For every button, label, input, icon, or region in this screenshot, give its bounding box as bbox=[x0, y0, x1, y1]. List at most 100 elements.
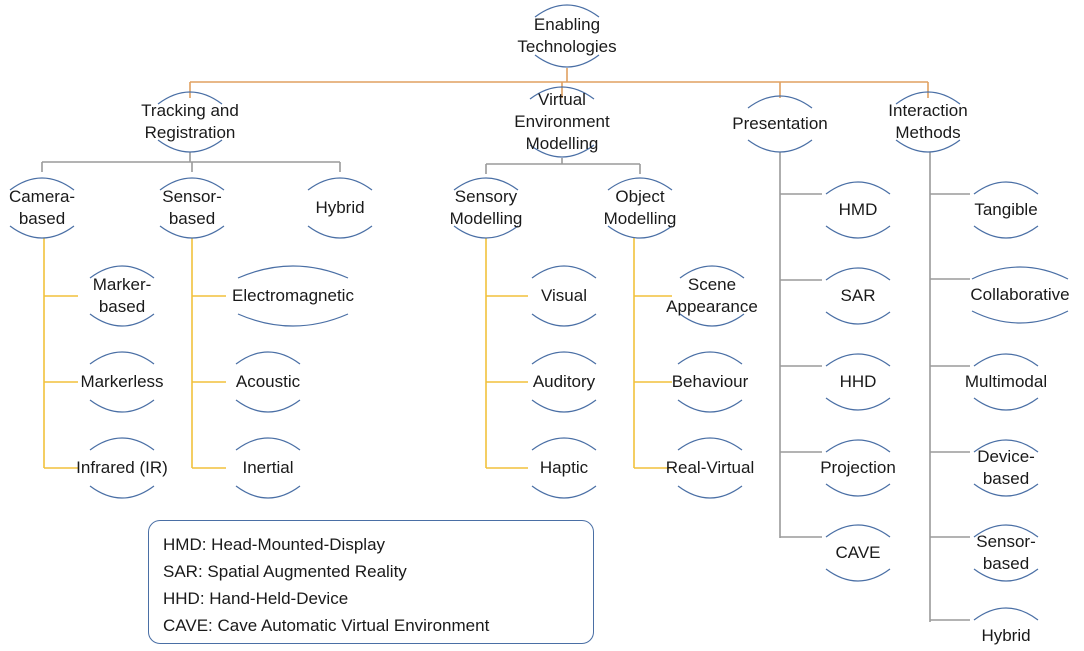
item-acoustic-top-arc bbox=[235, 351, 301, 365]
item-haptic: Haptic bbox=[539, 458, 589, 477]
category-tracking-and-registration-bottom-arc bbox=[157, 139, 223, 153]
presentation-item-sar: SAR bbox=[840, 286, 876, 305]
interaction-item-sensor-based-bottom-arc bbox=[973, 568, 1039, 582]
group-object-modelling: Object Modelling bbox=[603, 187, 677, 228]
item-inertial-top-arc bbox=[235, 437, 301, 451]
legend-line-hhd: HHD: Hand-Held-Device bbox=[163, 589, 349, 608]
interaction-item-multimodal: Multimodal bbox=[964, 372, 1048, 391]
category-tracking-and-registration-top-arc bbox=[157, 91, 223, 105]
presentation-item-sar-bottom-arc bbox=[825, 311, 891, 325]
interaction-item-device-based-bottom-arc bbox=[973, 483, 1039, 497]
item-behaviour-top-arc bbox=[677, 351, 743, 365]
root-node-top-arc bbox=[534, 4, 600, 18]
interaction-item-multimodal-bottom-arc bbox=[973, 397, 1039, 411]
presentation-item-sar-top-arc bbox=[825, 267, 891, 281]
group-hybrid-bottom-arc bbox=[307, 225, 373, 239]
presentation-item-cave-top-arc bbox=[825, 524, 891, 538]
item-infrared-ir-bottom-arc bbox=[89, 485, 155, 499]
item-haptic-top-arc bbox=[531, 437, 597, 451]
interaction-item-collaborative-top-arc bbox=[971, 266, 1069, 280]
group-camera-based-bottom-arc bbox=[9, 225, 75, 239]
presentation-item-projection: Projection bbox=[820, 458, 896, 477]
item-electromagnetic: Electromagnetic bbox=[232, 286, 354, 305]
abbreviation-legend: HMD: Head-Mounted-Display SAR: Spatial A… bbox=[148, 520, 594, 644]
item-scene-appearance-top-arc bbox=[679, 265, 745, 279]
presentation-item-cave: CAVE bbox=[835, 543, 881, 562]
category-virtual-environment-modelling-top-arc bbox=[529, 86, 595, 100]
group-object-modelling-bottom-arc bbox=[607, 225, 673, 239]
group-sensory-modelling: Sensory Modelling bbox=[449, 187, 523, 228]
item-marker-based-bottom-arc bbox=[89, 313, 155, 327]
interaction-item-tangible: Tangible bbox=[974, 200, 1038, 219]
interaction-item-collaborative-bottom-arc bbox=[971, 310, 1069, 324]
interaction-item-tangible-top-arc bbox=[973, 181, 1039, 195]
group-sensor-based-bottom-arc bbox=[159, 225, 225, 239]
presentation-item-hhd: HHD bbox=[839, 372, 877, 391]
item-visual-bottom-arc bbox=[531, 313, 597, 327]
category-virtual-environment-modelling: Virtual Environment Modelling bbox=[514, 90, 610, 153]
presentation-item-projection-top-arc bbox=[825, 439, 891, 453]
legend-line-hmd: HMD: Head-Mounted-Display bbox=[163, 535, 386, 554]
item-inertial: Inertial bbox=[242, 458, 294, 477]
item-auditory: Auditory bbox=[532, 372, 596, 391]
group-object-modelling-top-arc bbox=[607, 177, 673, 191]
group-sensor-based-top-arc bbox=[159, 177, 225, 191]
category-presentation-top-arc bbox=[747, 95, 813, 109]
item-auditory-bottom-arc bbox=[531, 399, 597, 413]
interaction-item-hybrid: Hybrid bbox=[981, 626, 1031, 645]
presentation-item-hmd-bottom-arc bbox=[825, 225, 891, 239]
item-scene-appearance: Scene Appearance bbox=[666, 275, 758, 316]
legend-line-cave: CAVE: Cave Automatic Virtual Environment bbox=[163, 616, 490, 635]
item-acoustic: Acoustic bbox=[235, 372, 301, 391]
root-node: Enabling Technologies bbox=[517, 15, 617, 56]
interaction-item-sensor-based-top-arc bbox=[973, 524, 1039, 538]
legend-line-sar: SAR: Spatial Augmented Reality bbox=[163, 562, 407, 581]
interaction-item-sensor-based: Sensor- based bbox=[976, 532, 1036, 573]
category-interaction-methods-top-arc bbox=[895, 91, 961, 105]
presentation-item-hhd-top-arc bbox=[825, 353, 891, 367]
interaction-item-device-based: Device- based bbox=[977, 447, 1035, 488]
presentation-item-hmd: HMD bbox=[838, 200, 878, 219]
item-markerless: Markerless bbox=[80, 372, 164, 391]
presentation-item-hhd-bottom-arc bbox=[825, 397, 891, 411]
item-marker-based: Marker- based bbox=[92, 275, 152, 316]
item-markerless-bottom-arc bbox=[89, 399, 155, 413]
group-hybrid-top-arc bbox=[307, 177, 373, 191]
group-sensor-based: Sensor- based bbox=[162, 187, 222, 228]
item-infrared-ir: Infrared (IR) bbox=[76, 458, 168, 477]
presentation-item-hmd-top-arc bbox=[825, 181, 891, 195]
item-haptic-bottom-arc bbox=[531, 485, 597, 499]
item-infrared-ir-top-arc bbox=[89, 437, 155, 451]
root-node-bottom-arc bbox=[534, 54, 600, 68]
category-interaction-methods-bottom-arc bbox=[895, 139, 961, 153]
item-auditory-top-arc bbox=[531, 351, 597, 365]
item-scene-appearance-bottom-arc bbox=[679, 313, 745, 327]
interaction-item-collaborative: Collaborative bbox=[970, 285, 1070, 304]
interaction-item-hybrid-top-arc bbox=[973, 607, 1039, 621]
presentation-item-cave-bottom-arc bbox=[825, 568, 891, 582]
group-camera-based: Camera- based bbox=[8, 187, 76, 228]
item-visual: Visual bbox=[541, 286, 587, 305]
item-acoustic-bottom-arc bbox=[235, 399, 301, 413]
interaction-item-tangible-bottom-arc bbox=[973, 225, 1039, 239]
item-real-virtual-top-arc bbox=[677, 437, 743, 451]
interaction-item-device-based-top-arc bbox=[973, 439, 1039, 453]
category-presentation: Presentation bbox=[732, 114, 828, 133]
category-tracking-and-registration: Tracking and Registration bbox=[141, 101, 239, 142]
item-inertial-bottom-arc bbox=[235, 485, 301, 499]
item-real-virtual-bottom-arc bbox=[677, 485, 743, 499]
group-sensory-modelling-top-arc bbox=[453, 177, 519, 191]
interaction-item-multimodal-top-arc bbox=[973, 353, 1039, 367]
group-sensory-modelling-bottom-arc bbox=[453, 225, 519, 239]
category-virtual-environment-modelling-bottom-arc bbox=[529, 144, 595, 158]
item-behaviour: Behaviour bbox=[671, 372, 749, 391]
item-marker-based-top-arc bbox=[89, 265, 155, 279]
group-camera-based-top-arc bbox=[9, 177, 75, 191]
group-hybrid: Hybrid bbox=[315, 198, 365, 217]
category-presentation-bottom-arc bbox=[747, 139, 813, 153]
item-electromagnetic-bottom-arc bbox=[237, 313, 349, 327]
presentation-item-projection-bottom-arc bbox=[825, 483, 891, 497]
item-visual-top-arc bbox=[531, 265, 597, 279]
item-behaviour-bottom-arc bbox=[677, 399, 743, 413]
